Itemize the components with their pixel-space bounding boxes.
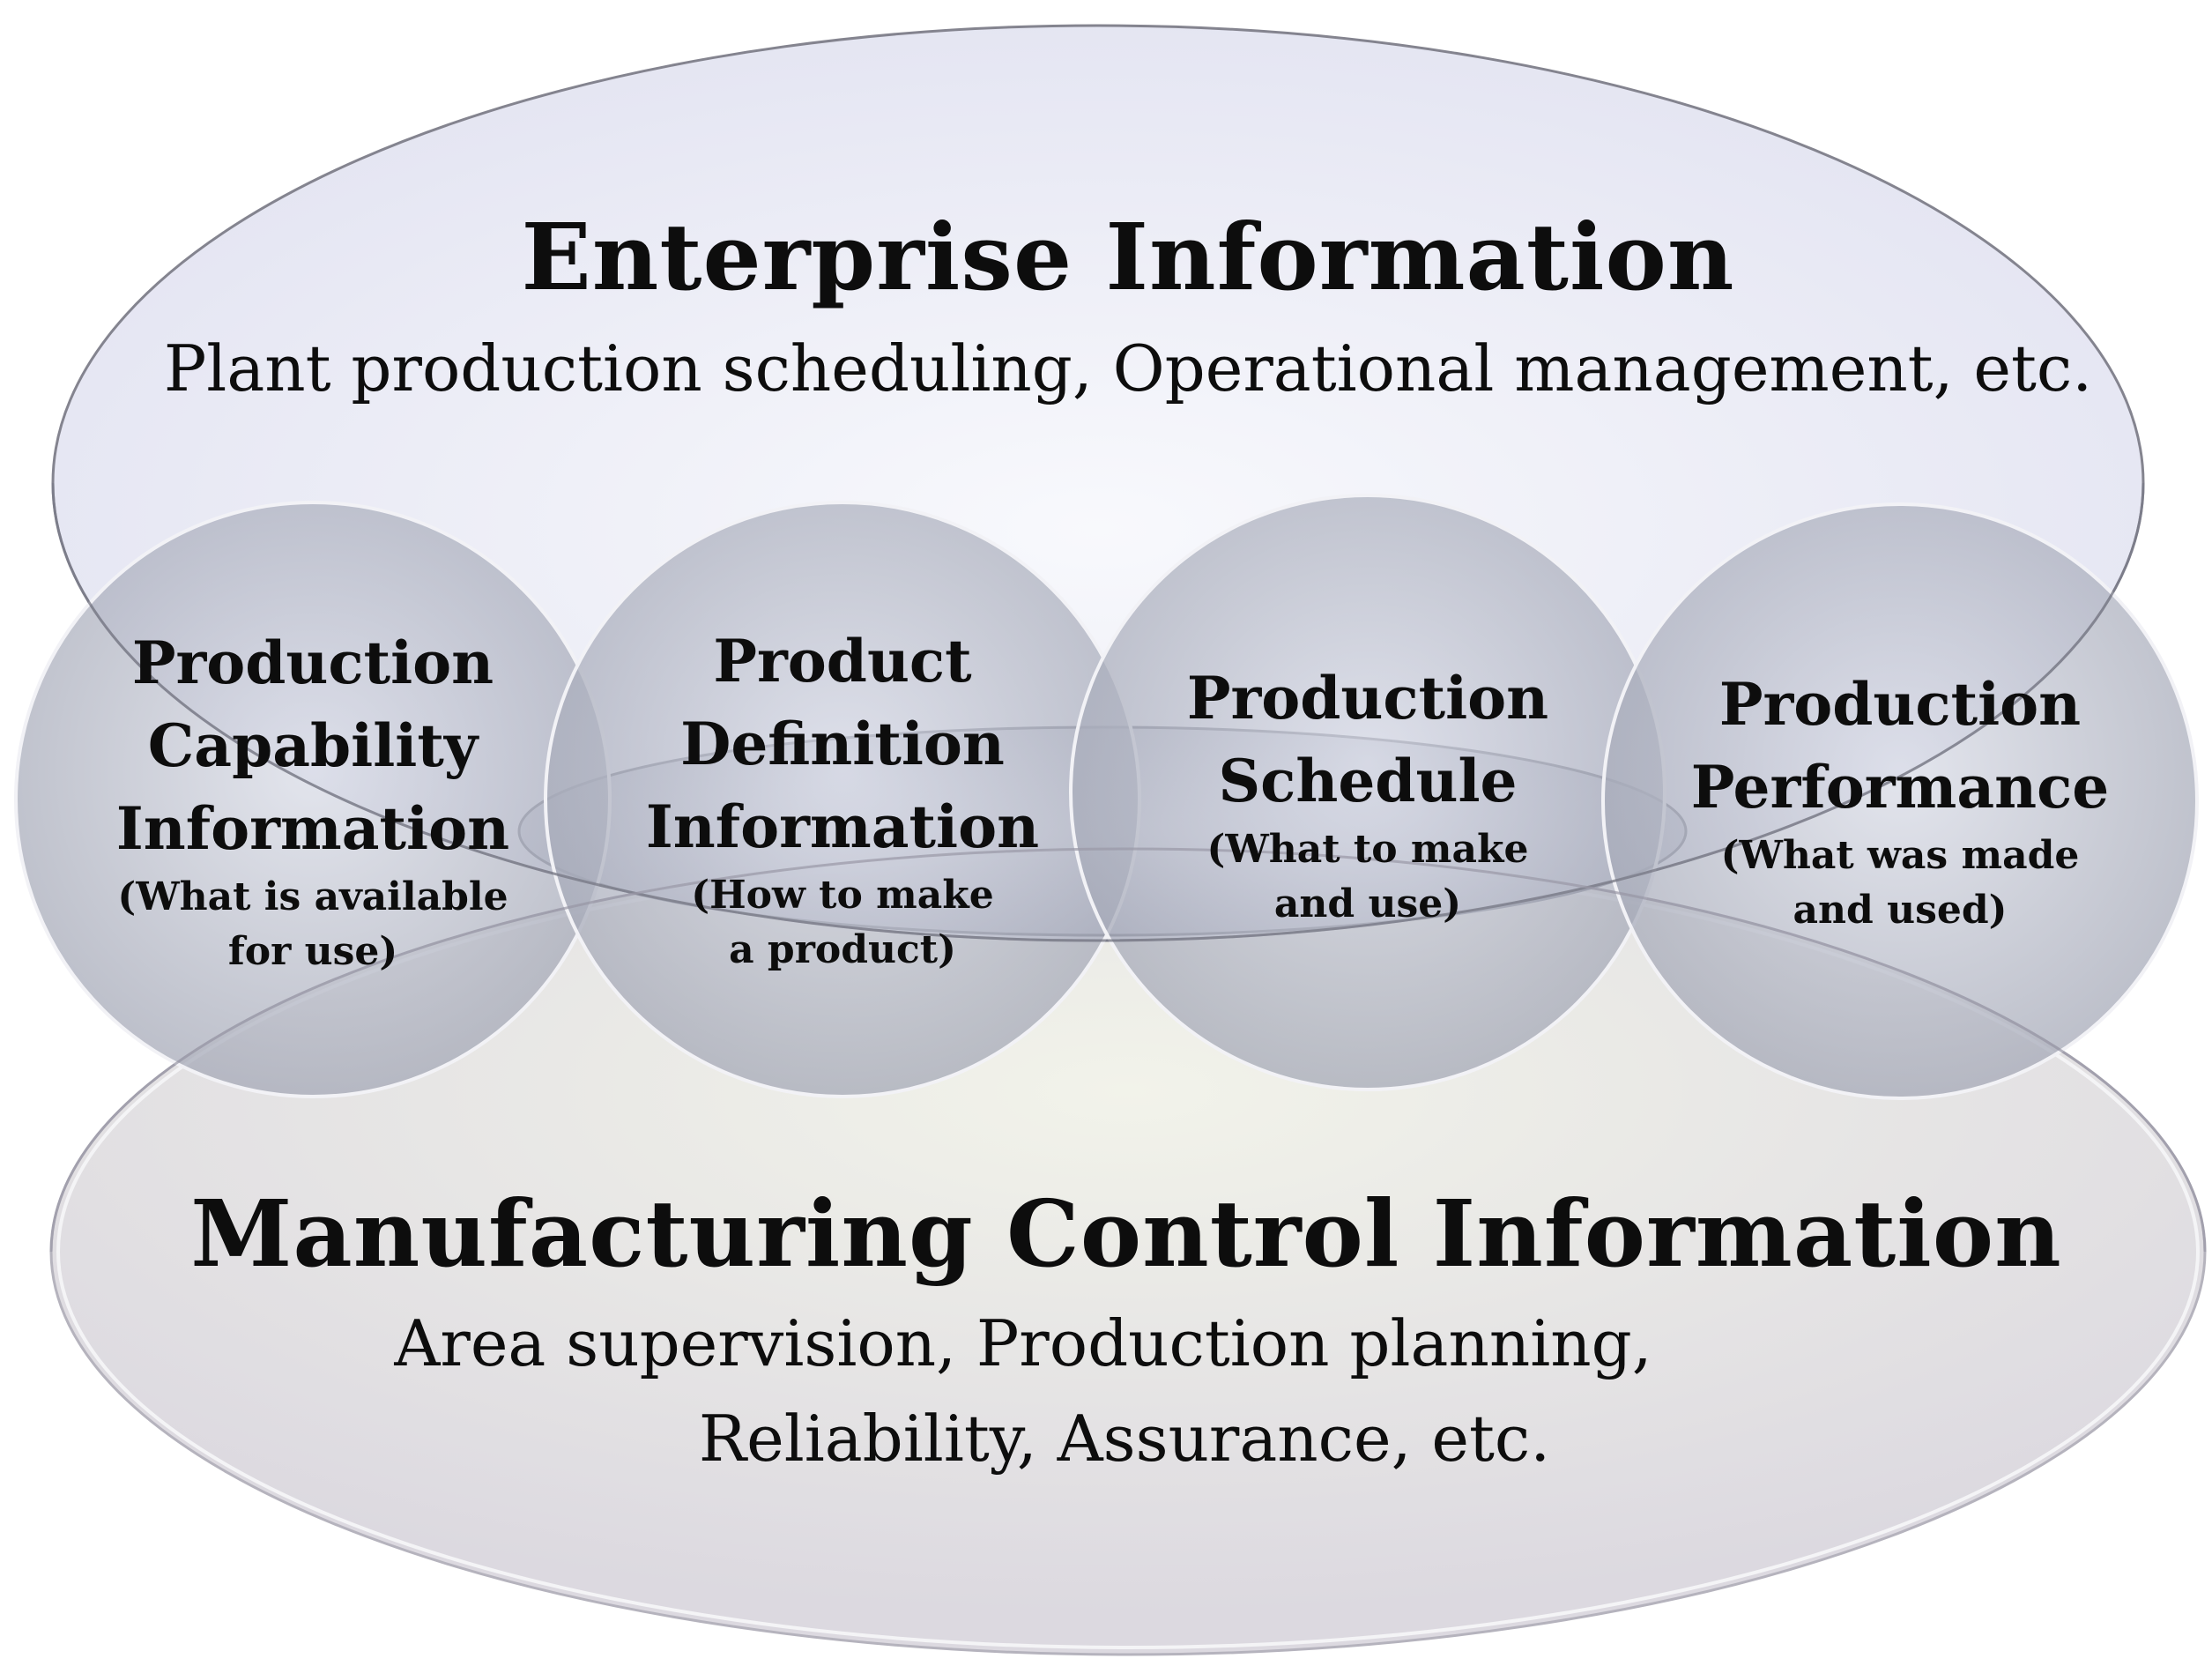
manufacturing-ellipse-arc [49,847,2207,1253]
circle-production-performance [1601,502,2199,1100]
enterprise-ellipse-arc [51,482,2145,942]
circle-production-capability [14,501,612,1098]
circle-product-definition [544,501,1141,1098]
circle-production-schedule [1069,494,1666,1091]
